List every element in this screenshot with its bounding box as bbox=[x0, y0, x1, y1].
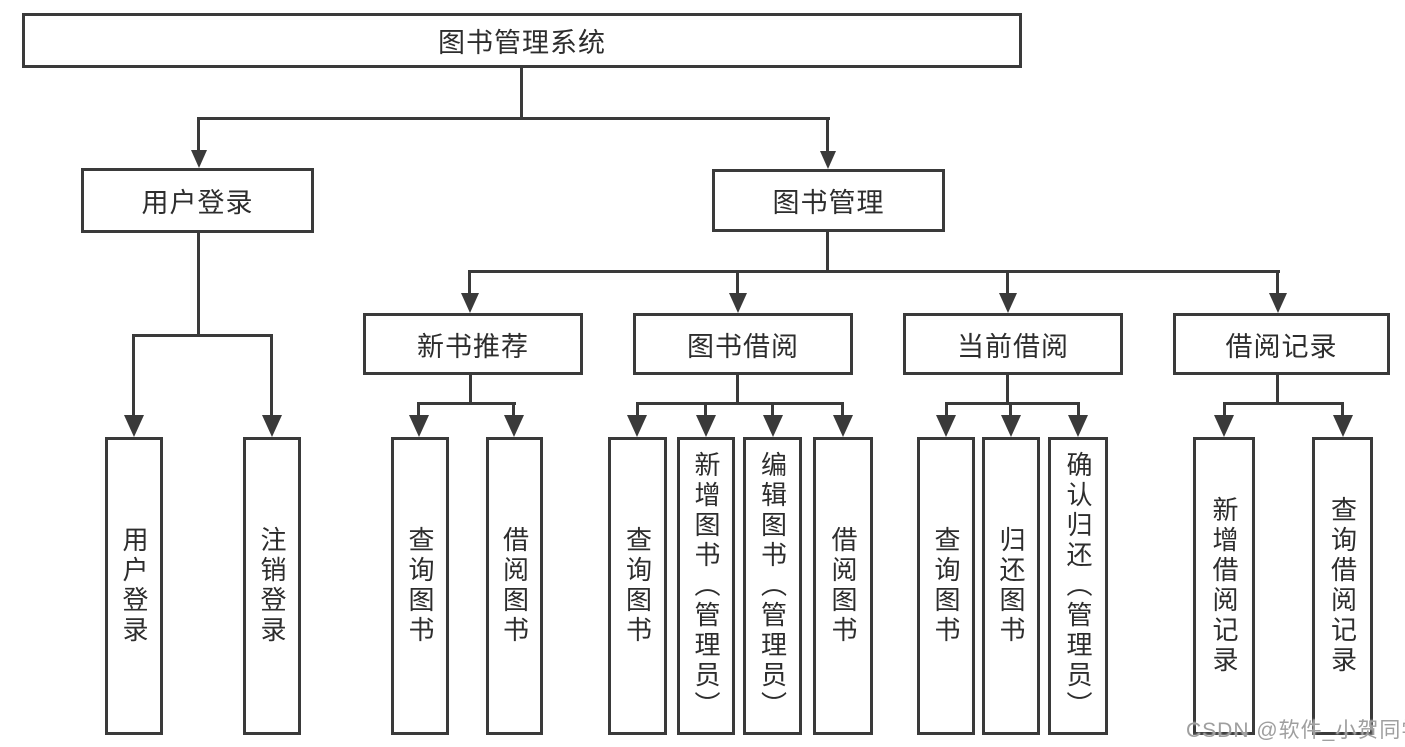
arrow-down-icon bbox=[999, 293, 1017, 313]
arrow-down-icon bbox=[124, 415, 144, 437]
connector-book-mgmt-hbar bbox=[468, 270, 1280, 273]
connector-group1-stem bbox=[469, 375, 472, 404]
node-label: 用户登录 bbox=[119, 526, 149, 646]
csdn-watermark: CSDN @软件_小贺同学 bbox=[1186, 719, 1405, 742]
connector-group2-hbar bbox=[636, 402, 844, 405]
connector-drop bbox=[1009, 402, 1012, 415]
node-book-management: 图书管理 bbox=[712, 169, 945, 232]
connector-drop-book-management bbox=[826, 117, 829, 152]
connector-drop bbox=[945, 402, 948, 415]
node-label: 查询借阅记录 bbox=[1327, 496, 1358, 676]
connector-group4-stem bbox=[1276, 375, 1279, 404]
leaf-query-books-recommend: 查询图书 bbox=[391, 437, 449, 735]
connector-group1-hbar bbox=[418, 402, 516, 405]
node-label: 图书管理 bbox=[772, 188, 885, 218]
node-label: 借阅图书 bbox=[499, 526, 530, 646]
connector-group3-stem bbox=[1006, 375, 1009, 404]
node-borrowing-records: 借阅记录 bbox=[1173, 313, 1390, 375]
connector-group3-hbar bbox=[945, 402, 1080, 405]
arrow-down-icon bbox=[409, 415, 429, 437]
node-label: 新增图书（管理员） bbox=[691, 451, 721, 721]
connector-user-login-stem bbox=[197, 233, 200, 336]
node-label: 新书推荐 bbox=[417, 331, 529, 362]
connector-drop bbox=[512, 402, 515, 415]
arrow-down-icon bbox=[504, 415, 524, 437]
connector-drop bbox=[1223, 402, 1226, 415]
node-current-borrowing: 当前借阅 bbox=[903, 313, 1123, 375]
leaf-user-login: 用户登录 bbox=[105, 437, 163, 735]
node-label: 新增借阅记录 bbox=[1209, 496, 1239, 676]
node-label: 当前借阅 bbox=[957, 331, 1069, 362]
leaf-return-books: 归还图书 bbox=[982, 437, 1040, 735]
arrow-down-icon bbox=[696, 415, 716, 437]
leaf-query-books-current: 查询图书 bbox=[917, 437, 975, 735]
leaf-borrow-books-recommend: 借阅图书 bbox=[486, 437, 543, 735]
connector-drop bbox=[636, 402, 639, 415]
arrow-down-icon bbox=[936, 415, 956, 437]
connector-root-stem bbox=[520, 68, 523, 119]
connector-root-hbar bbox=[197, 117, 830, 120]
node-new-book-recommend: 新书推荐 bbox=[363, 313, 583, 375]
leaf-confirm-return-admin: 确认归还（管理员） bbox=[1048, 437, 1108, 735]
arrow-down-icon bbox=[1269, 293, 1287, 313]
connector-group2-stem bbox=[736, 375, 739, 404]
connector-drop bbox=[841, 402, 844, 415]
connector-drop-current-borrow bbox=[1006, 270, 1009, 293]
arrow-down-icon bbox=[763, 415, 783, 437]
arrow-down-icon bbox=[262, 415, 282, 437]
connector-drop-leaf-user-login bbox=[132, 334, 135, 415]
node-label: 归还图书 bbox=[996, 526, 1026, 646]
node-label: 编辑图书（管理员） bbox=[757, 451, 788, 721]
node-label: 查询图书 bbox=[622, 526, 653, 646]
node-label: 借阅记录 bbox=[1225, 331, 1338, 362]
arrow-down-icon bbox=[627, 415, 647, 437]
node-label: 查询图书 bbox=[405, 526, 435, 646]
connector-drop-user-login bbox=[197, 117, 200, 152]
leaf-edit-books-admin: 编辑图书（管理员） bbox=[743, 437, 802, 735]
connector-drop-leaf-logout bbox=[270, 334, 273, 415]
connector-drop-book-borrow bbox=[736, 270, 739, 293]
node-book-borrowing: 图书借阅 bbox=[633, 313, 853, 375]
node-label: 用户登录 bbox=[141, 188, 254, 218]
arrow-down-icon bbox=[820, 151, 836, 169]
leaf-logout: 注销登录 bbox=[243, 437, 301, 735]
arrow-down-icon bbox=[461, 293, 479, 313]
connector-drop bbox=[1077, 402, 1080, 415]
node-label: 图书管理系统 bbox=[438, 28, 606, 58]
arrow-down-icon bbox=[1214, 415, 1234, 437]
arrow-down-icon bbox=[1333, 415, 1353, 437]
connector-user-login-hbar bbox=[132, 334, 273, 337]
connector-drop bbox=[417, 402, 420, 415]
arrow-down-icon bbox=[191, 150, 207, 168]
leaf-query-borrow-record: 查询借阅记录 bbox=[1312, 437, 1373, 735]
connector-drop-borrow-records bbox=[1276, 270, 1279, 293]
node-label: 借阅图书 bbox=[828, 526, 858, 646]
node-label: 查询图书 bbox=[931, 526, 961, 646]
node-user-login: 用户登录 bbox=[81, 168, 314, 233]
node-library-management-system: 图书管理系统 bbox=[22, 13, 1022, 68]
arrow-down-icon bbox=[729, 293, 747, 313]
arrow-down-icon bbox=[833, 415, 853, 437]
node-label: 注销登录 bbox=[257, 526, 287, 646]
leaf-borrow-books-borrowing: 借阅图书 bbox=[813, 437, 873, 735]
connector-drop bbox=[704, 402, 707, 415]
connector-book-mgmt-stem bbox=[826, 232, 829, 272]
connector-group4-hbar bbox=[1223, 402, 1344, 405]
connector-drop bbox=[771, 402, 774, 415]
node-label: 图书借阅 bbox=[687, 331, 799, 362]
connector-drop-new-book bbox=[468, 270, 471, 293]
arrow-down-icon bbox=[1001, 415, 1021, 437]
leaf-query-books-borrowing: 查询图书 bbox=[608, 437, 667, 735]
connector-drop bbox=[1341, 402, 1344, 415]
node-label: 确认归还（管理员） bbox=[1063, 451, 1093, 721]
leaf-add-books-admin: 新增图书（管理员） bbox=[677, 437, 735, 735]
leaf-add-borrow-record: 新增借阅记录 bbox=[1193, 437, 1255, 735]
arrow-down-icon bbox=[1068, 415, 1088, 437]
